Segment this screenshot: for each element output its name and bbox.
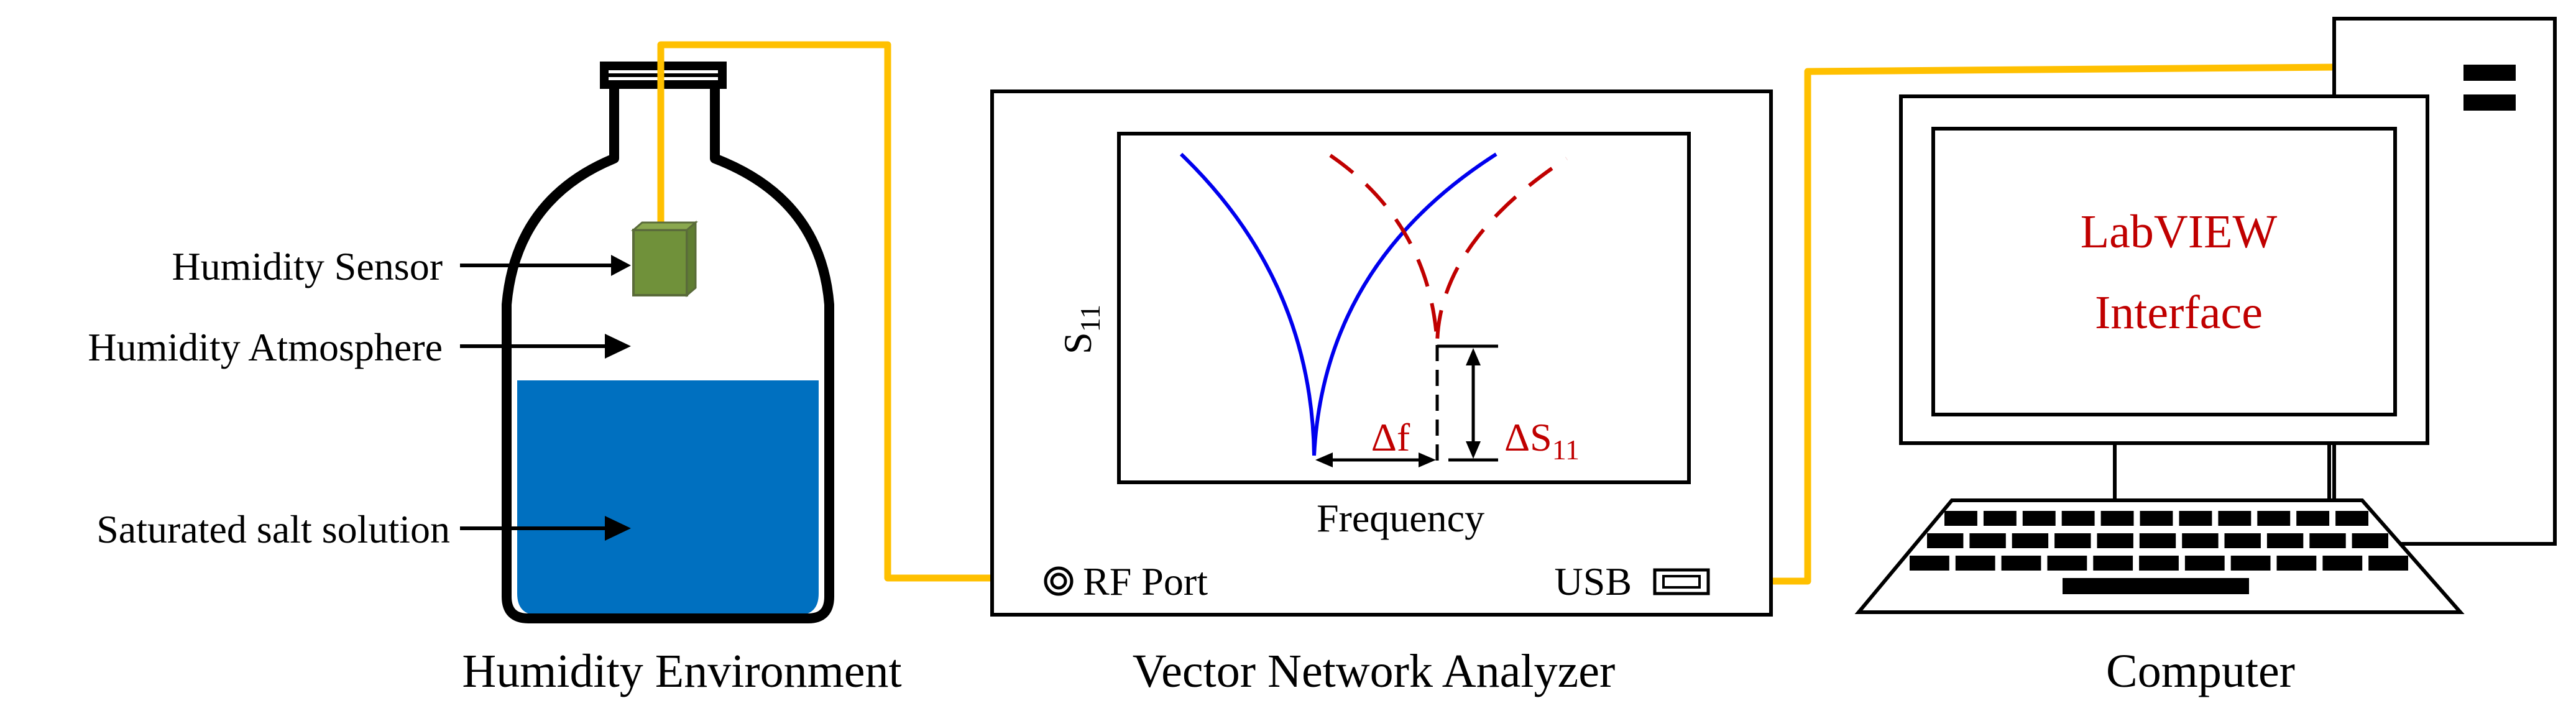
keyboard-key [2322, 556, 2363, 571]
keyboard-key [2352, 533, 2388, 548]
keyboard-key [2368, 556, 2408, 571]
humidity-environment: Humidity Sensor Humidity Atmosphere Satu… [88, 45, 902, 697]
keyboard-key [2054, 533, 2091, 548]
computer-caption: Computer [2106, 645, 2295, 697]
keyboard-key [2179, 511, 2212, 526]
s11-curve-after [1329, 154, 1568, 344]
keyboard-spacebar [2063, 578, 2249, 594]
keyboard-key [2001, 556, 2041, 571]
tower-drive-slot-1 [2463, 65, 2516, 81]
keyboard-key [2022, 511, 2056, 526]
computer: LabVIEW Interface Computer [1854, 17, 2557, 697]
keyboard-key [2266, 533, 2304, 548]
monitor-stand [2113, 441, 2331, 507]
rf-port-label: RF Port [1083, 559, 1208, 604]
humidity-sensor-side [630, 221, 699, 231]
humidity-sensor-edge [686, 220, 697, 298]
keyboard-key [2097, 533, 2133, 548]
keyboard-key [2182, 533, 2219, 548]
delta-f-arrowhead-left [1315, 452, 1333, 467]
delta-s11-label-sub: 11 [1552, 434, 1580, 466]
keyboard-key [2230, 556, 2271, 571]
usb-port-inner [1662, 575, 1701, 589]
s11-axis-label-main: S [1056, 332, 1100, 354]
frequency-axis-label: Frequency [1317, 496, 1484, 540]
s11-axis-label: S11 [1056, 305, 1106, 354]
keyboard-key [2184, 556, 2225, 571]
humidity-sensor [632, 229, 688, 296]
keyboard-keys [1910, 511, 2408, 594]
keyboard-key [1955, 556, 1995, 571]
vector-network-analyzer: Δf ΔS11 S11 Frequency RF Port USB Vector… [990, 90, 1773, 697]
keyboard-key [2140, 511, 2173, 526]
keyboard-key [2257, 511, 2291, 526]
rf-port-inner [1050, 572, 1067, 590]
sensor-arrowhead [611, 255, 631, 276]
delta-s11-arrowhead-down [1466, 441, 1481, 459]
keyboard-key [2061, 511, 2095, 526]
keyboard-key [2296, 511, 2330, 526]
atmosphere-arrowhead [605, 334, 631, 359]
saturated-salt-solution-label: Saturated salt solution [96, 507, 450, 551]
vector-network-analyzer-caption: Vector Network Analyzer [1133, 645, 1616, 697]
keyboard-key [1969, 533, 2006, 548]
keyboard-key [1944, 511, 1977, 526]
delta-s11-arrowhead-up [1466, 348, 1481, 365]
bottle-outline [502, 84, 834, 623]
keyboard-key [1983, 511, 2017, 526]
delta-s11-label-main: ΔS [1504, 415, 1552, 459]
s11-axis-label-sub: 11 [1074, 305, 1106, 332]
solution-arrowhead [605, 516, 631, 541]
keyboard-key [2224, 533, 2261, 548]
keyboard-key [2139, 533, 2176, 548]
keyboard-key [2012, 533, 2049, 548]
keyboard-key [2335, 511, 2368, 526]
humidity-sensor-label: Humidity Sensor [172, 244, 443, 288]
humidity-atmosphere-label: Humidity Atmosphere [88, 325, 443, 369]
keyboard-key [2139, 556, 2179, 571]
monitor-screen [1931, 127, 2397, 416]
labview-label-line1: LabVIEW [2081, 206, 2278, 258]
usb-label: USB [1555, 559, 1632, 604]
delta-f-label: Δf [1371, 415, 1410, 459]
tower-drive-slot-2 [2463, 94, 2516, 111]
saturated-salt-solution-fill [517, 380, 819, 615]
keyboard-key [1910, 556, 1949, 571]
vna-to-computer-cable [1764, 63, 2338, 585]
keyboard-key [2218, 511, 2252, 526]
keyboard-key [1927, 533, 1964, 548]
delta-f-arrowhead-right [1419, 452, 1436, 467]
delta-s11-label: ΔS11 [1504, 415, 1580, 466]
keyboard-key [2276, 556, 2317, 571]
keyboard-key [2047, 556, 2087, 571]
keyboard-key [2093, 556, 2133, 571]
keyboard-key [2100, 511, 2134, 526]
humidity-environment-caption: Humidity Environment [462, 645, 901, 697]
keyboard-key [2309, 533, 2346, 548]
labview-label-line2: Interface [2095, 287, 2263, 339]
